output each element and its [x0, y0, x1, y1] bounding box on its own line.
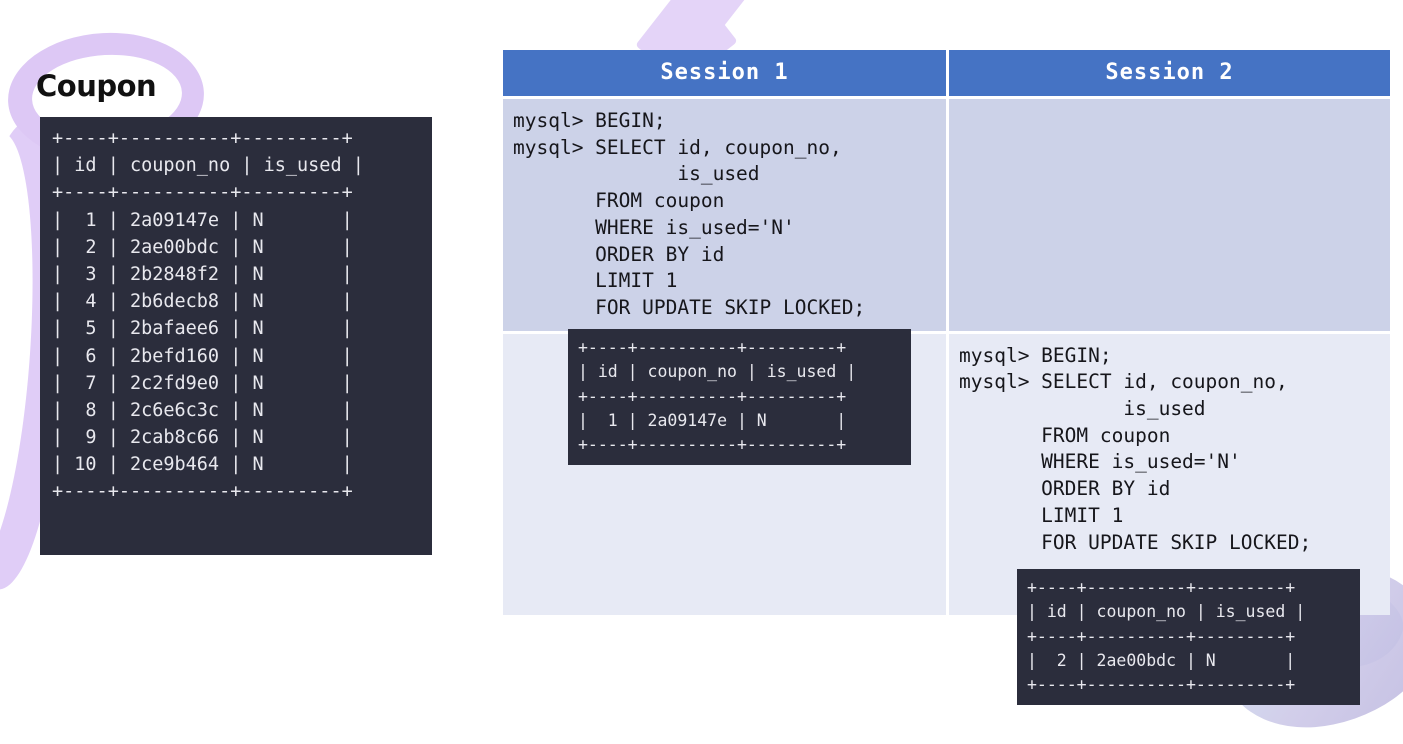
- coupon-table-title: Coupon: [36, 69, 157, 103]
- session-2-header: Session 2: [949, 50, 1390, 96]
- session-2-empty-cell: [949, 99, 1390, 331]
- session-comparison-table: Session 1 Session 2 mysql> BEGIN; mysql>…: [503, 50, 1390, 615]
- session-1-result-console: +----+----------+---------+ | id | coupo…: [568, 329, 911, 466]
- session-2-result-console: +----+----------+---------+ | id | coupo…: [1017, 569, 1360, 706]
- session-1-sql-cell: mysql> BEGIN; mysql> SELECT id, coupon_n…: [503, 99, 946, 331]
- session-1-header: Session 1: [503, 50, 946, 96]
- session-2-sql-cell: mysql> BEGIN; mysql> SELECT id, coupon_n…: [949, 333, 1390, 615]
- coupon-table-console: +----+----------+---------+ | id | coupo…: [40, 117, 432, 555]
- purple-brush-stroke-left-cutout: [0, 129, 46, 575]
